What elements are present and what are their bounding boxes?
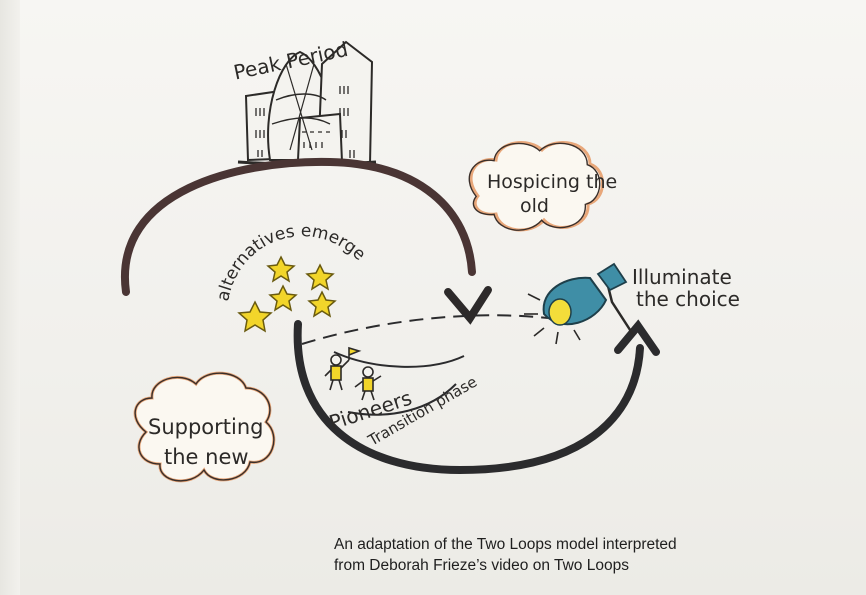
city-buildings-icon [237,40,377,166]
old-loop-arrowhead [444,286,492,325]
star-icon [237,300,273,333]
caption-line-2: from Deborah Frieze’s video on Two Loops [334,557,629,574]
illuminate-label-line2: the choice [636,287,740,311]
star-icon [305,263,335,291]
figure-caption: An adaptation of the Two Loops model int… [334,534,834,576]
new-loop-arrowhead [614,319,660,356]
star-icon [307,290,337,318]
stars-group [237,255,337,333]
supporting-label-line1: Supporting [148,415,264,439]
scan-edge [0,0,20,595]
star-icon [268,284,298,312]
hospicing-cloud: Hospicing the old [468,141,617,232]
new-system-loop [293,320,644,475]
star-icon [266,255,296,283]
pioneers-figures-icon [324,346,382,401]
illuminate-label-line1: Illuminate [632,265,732,289]
supporting-label-line2: the new [164,445,249,469]
svg-text:alternatives emerge: alternatives emerge [213,221,369,303]
hospicing-label-line2: old [520,195,549,217]
desk-lamp-icon [524,262,636,345]
transition-arc-outer [347,383,457,416]
old-system-loop [120,157,476,296]
alternatives-emerge-label: alternatives emerge [213,221,369,303]
hospicing-label-line1: Hospicing the [487,171,617,193]
caption-line-1: An adaptation of the Two Loops model int… [334,536,677,553]
dashed-transition-line [301,314,549,345]
transition-arc-inner [333,351,465,368]
supporting-cloud: Supporting the new [133,371,276,483]
